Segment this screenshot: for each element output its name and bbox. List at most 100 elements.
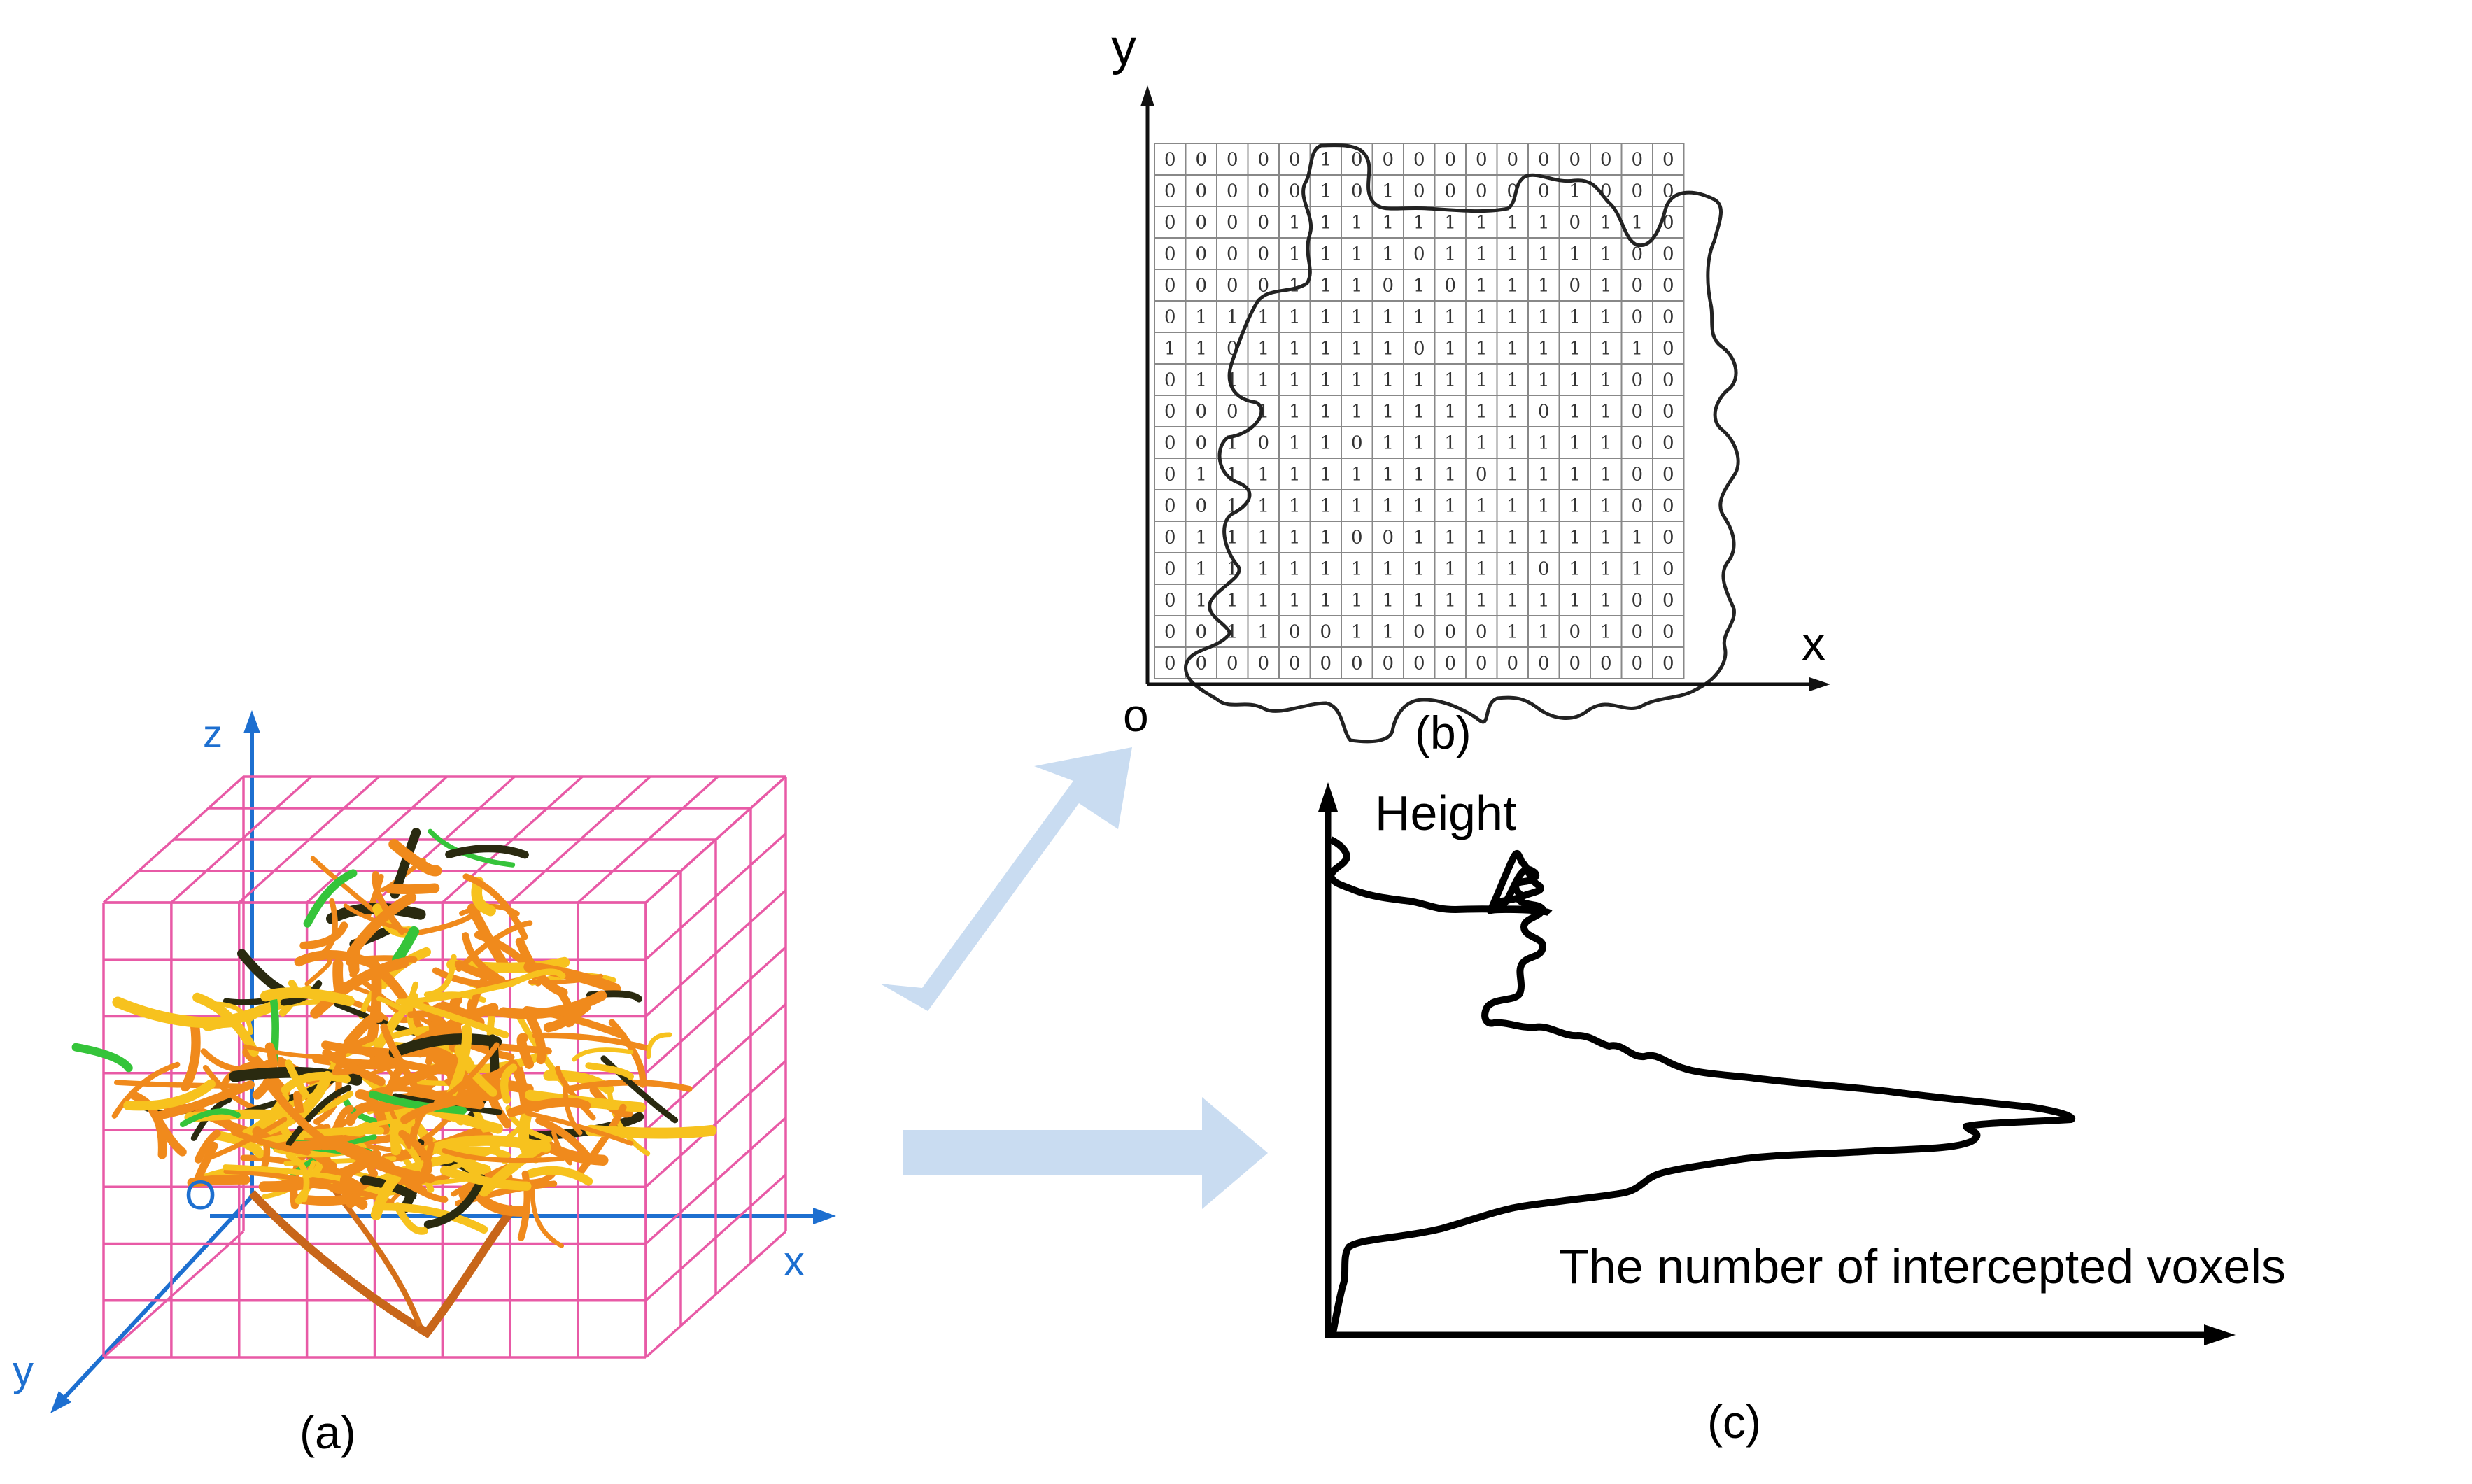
voxel-cell-value: 1 xyxy=(1476,339,1488,360)
voxel-cell-value: 1 xyxy=(1289,496,1301,517)
plant-leaf-stroke xyxy=(525,1166,593,1186)
voxel-cell-value: 1 xyxy=(1257,559,1269,580)
plant-leaf-stroke xyxy=(367,967,382,1043)
voxel-cell-value: 0 xyxy=(1164,496,1176,517)
voxel-cell-value: 0 xyxy=(1631,433,1643,454)
voxel-cell-value: 0 xyxy=(1320,653,1332,674)
voxel-cell-value: 1 xyxy=(1538,370,1550,391)
voxel-cell-value: 1 xyxy=(1320,559,1332,580)
plant-leaf-stroke xyxy=(507,1097,591,1117)
voxel-cell-value: 1 xyxy=(1413,591,1425,612)
voxel-cell-value: 0 xyxy=(1257,244,1269,265)
voxel-cell-value: 0 xyxy=(1351,653,1363,674)
voxel-cell-value: 0 xyxy=(1569,653,1581,674)
voxel-cell-value: 1 xyxy=(1476,213,1488,234)
voxel-cell-value: 0 xyxy=(1538,559,1550,580)
voxel-cell-value: 1 xyxy=(1600,496,1612,517)
voxel-cell-value: 1 xyxy=(1506,244,1518,265)
voxel-cell-value: 1 xyxy=(1569,496,1581,517)
plant-leaf-stroke xyxy=(206,1117,288,1161)
plant-leaf-stroke xyxy=(455,920,533,973)
voxel-cell-value: 1 xyxy=(1506,276,1518,297)
voxel-cell-value: 0 xyxy=(1631,465,1643,486)
plant-leaf-stroke xyxy=(370,1171,402,1220)
voxel-cell-value: 1 xyxy=(1227,307,1238,328)
voxel-cell-value: 1 xyxy=(1538,307,1550,328)
voxel-cell-value: 1 xyxy=(1476,276,1488,297)
voxel-cell-value: 1 xyxy=(1506,591,1518,612)
voxel-cell-value: 1 xyxy=(1476,433,1488,454)
plant-leaf-stroke xyxy=(385,883,440,894)
voxel-cell-value: 0 xyxy=(1351,433,1363,454)
plant-leaf-stroke xyxy=(195,1142,218,1182)
plant-leaf-stroke xyxy=(414,909,481,936)
plant-leaf-stroke xyxy=(187,1174,250,1188)
x-axis-label: x xyxy=(784,1238,805,1285)
voxel-cell-value: 1 xyxy=(1538,465,1550,486)
voxel-cell-value: 0 xyxy=(1413,181,1425,202)
plant-leaf-stroke xyxy=(507,968,566,988)
voxel-cell-value: 0 xyxy=(1662,244,1674,265)
arrow-to-panel-b xyxy=(880,747,1132,1011)
voxel-cell-value: 0 xyxy=(1538,150,1550,171)
voxel-cell-value: 1 xyxy=(1538,276,1550,297)
voxel-cell-value: 0 xyxy=(1195,433,1207,454)
c-y-arrowhead xyxy=(1318,782,1338,812)
voxel-cell-value: 1 xyxy=(1444,370,1456,391)
voxel-cell-value: 1 xyxy=(1569,181,1581,202)
voxel-cell-value: 1 xyxy=(1444,339,1456,360)
c-x-axis-label: The number of intercepted voxels xyxy=(1559,1239,2286,1294)
y-axis-label: y xyxy=(13,1348,34,1394)
voxel-cell-value: 0 xyxy=(1195,150,1207,171)
voxel-cell-value: 0 xyxy=(1444,276,1456,297)
plant-leaf-stroke xyxy=(294,949,380,970)
voxel-cell-value: 1 xyxy=(1569,528,1581,549)
voxel-cell-value: 0 xyxy=(1257,276,1269,297)
voxel-cell-value: 0 xyxy=(1164,181,1176,202)
voxel-cell-value: 0 xyxy=(1662,339,1674,360)
y-axis-arrowhead xyxy=(50,1391,71,1413)
voxel-cell-value: 1 xyxy=(1382,433,1394,454)
plant-leaf-stroke xyxy=(152,1080,255,1121)
plant-leaf-stroke xyxy=(423,1174,486,1229)
voxel-cell-value: 1 xyxy=(1289,402,1301,423)
voxel-cell-value: 0 xyxy=(1164,402,1176,423)
voxel-cell-value: 1 xyxy=(1569,559,1581,580)
voxel-cell-value: 0 xyxy=(1413,622,1425,643)
voxel-cell-value: 1 xyxy=(1382,370,1394,391)
voxel-cell-value: 0 xyxy=(1444,653,1456,674)
voxel-cell-value: 1 xyxy=(1195,559,1207,580)
voxel-cell-value: 1 xyxy=(1320,244,1332,265)
panel-a-caption: (a) xyxy=(299,1406,356,1458)
voxel-cell-value: 1 xyxy=(1289,465,1301,486)
plant-leaf-stroke xyxy=(498,990,607,1019)
voxel-cell-value: 1 xyxy=(1569,307,1581,328)
voxel-cell-value: 1 xyxy=(1351,244,1363,265)
voxel-cell-value: 1 xyxy=(1631,213,1643,234)
voxel-cell-value: 0 xyxy=(1164,465,1176,486)
voxel-cell-value: 1 xyxy=(1289,276,1301,297)
voxel-cell-value: 1 xyxy=(1600,276,1612,297)
voxel-cell-value: 0 xyxy=(1662,591,1674,612)
plant-leaf-stroke xyxy=(333,1034,376,1059)
voxel-cell-value: 1 xyxy=(1413,276,1425,297)
voxel-cell-value: 0 xyxy=(1195,244,1207,265)
b-x-arrowhead xyxy=(1809,677,1830,691)
plant-leaf-stroke xyxy=(236,949,286,995)
voxel-cell-value: 1 xyxy=(1382,402,1394,423)
voxel-cell-value: 1 xyxy=(1257,591,1269,612)
voxel-cell-value: 0 xyxy=(1631,370,1643,391)
voxel-cell-value: 0 xyxy=(1195,276,1207,297)
voxel-cell-value: 1 xyxy=(1289,339,1301,360)
plant-leaf-stroke xyxy=(346,892,417,959)
voxel-cell-value: 1 xyxy=(1413,307,1425,328)
voxel-cell-value: 0 xyxy=(1227,181,1238,202)
voxel-cell-value: 1 xyxy=(1506,339,1518,360)
voxel-cell-value: 1 xyxy=(1476,370,1488,391)
voxel-cell-value: 1 xyxy=(1600,213,1612,234)
plant-leaf-stroke xyxy=(285,1152,310,1203)
plant-leaf-stroke xyxy=(194,1129,221,1164)
voxel-cell-value: 0 xyxy=(1662,496,1674,517)
voxel-cell-value: 1 xyxy=(1600,559,1612,580)
